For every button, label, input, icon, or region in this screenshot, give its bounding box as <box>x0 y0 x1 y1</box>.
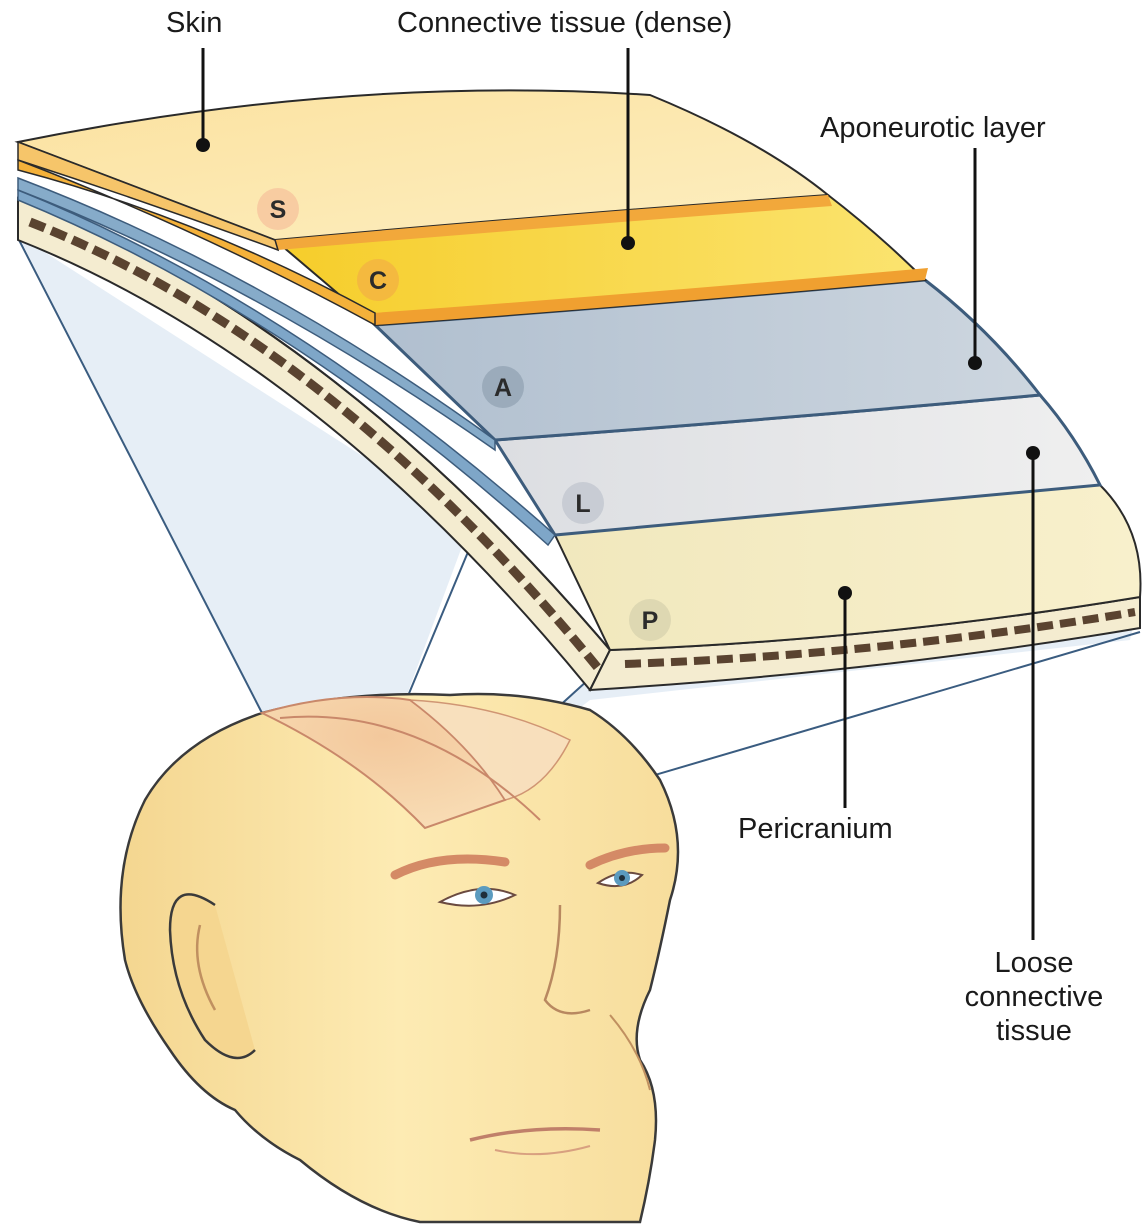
badge-l: L <box>562 482 604 524</box>
badge-p: P <box>629 599 671 641</box>
label-pericranium: Pericranium <box>738 813 893 845</box>
svg-text:L: L <box>575 490 590 518</box>
badge-a: A <box>482 366 524 408</box>
label-loose-line1: Loose <box>994 947 1073 979</box>
label-connective-dense: Connective tissue (dense) <box>397 7 732 39</box>
label-loose-line2: connective <box>965 981 1104 1013</box>
badge-s: S <box>257 188 299 230</box>
svg-text:A: A <box>494 374 512 402</box>
badge-c: C <box>357 259 399 301</box>
svg-text:S: S <box>270 196 287 224</box>
svg-text:C: C <box>369 267 387 295</box>
label-loose-line3: tissue <box>996 1015 1072 1047</box>
label-skin: Skin <box>166 7 222 39</box>
label-aponeurotic: Aponeurotic layer <box>820 112 1046 144</box>
svg-text:P: P <box>642 607 659 635</box>
